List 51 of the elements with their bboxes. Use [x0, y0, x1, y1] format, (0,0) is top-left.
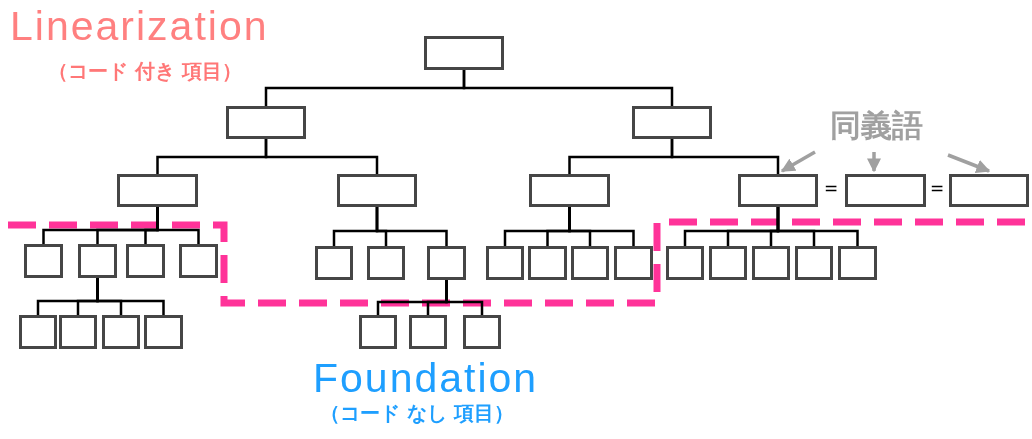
connector-line: [96, 278, 165, 315]
item-box: [752, 246, 790, 280]
item-box: [463, 315, 501, 349]
connector-line: [375, 207, 448, 246]
synonym-label: 同義語: [826, 104, 927, 147]
connector-line: [568, 207, 635, 246]
item-box: [59, 315, 97, 349]
connector-line: [462, 70, 674, 106]
subheading: （コード 付き 項目）: [48, 61, 242, 81]
item-box: [179, 244, 218, 278]
item-box: [795, 246, 833, 280]
item-box: [367, 246, 405, 280]
equals-sign: =: [930, 180, 945, 197]
arrow: [867, 152, 881, 173]
connector-line: [776, 207, 859, 246]
arrow: [780, 150, 816, 173]
item-box: [427, 246, 466, 280]
subheading: （コード なし 項目）: [320, 403, 514, 423]
item-box: [709, 246, 747, 280]
item-box: [337, 174, 417, 207]
item-box: [226, 106, 306, 139]
item-box: [614, 246, 653, 280]
heading: Linearization: [10, 6, 269, 47]
item-box: [838, 246, 877, 280]
item-box: [949, 174, 1029, 207]
equals-sign: =: [824, 180, 839, 197]
connector-line: [445, 280, 484, 315]
item-box: [666, 246, 704, 280]
item-box: [424, 36, 504, 70]
item-box: [359, 315, 397, 349]
item-box: [19, 315, 57, 349]
item-box: [528, 246, 567, 280]
item-box: [632, 106, 712, 139]
item-box: [144, 315, 183, 349]
connector-line: [670, 139, 780, 174]
item-box: [738, 174, 818, 207]
item-box: [529, 174, 610, 207]
item-box: [845, 174, 926, 207]
item-box: [571, 246, 609, 280]
connector-line: [156, 207, 200, 244]
item-box: [126, 244, 165, 278]
item-box: [486, 246, 524, 280]
item-box: [102, 315, 140, 349]
item-box: [315, 246, 353, 280]
connector-line: [264, 139, 379, 174]
item-box: [409, 315, 447, 349]
item-box: [24, 244, 63, 278]
item-box: [117, 174, 198, 207]
arrow: [947, 153, 991, 173]
item-box: [78, 244, 117, 278]
heading: Foundation: [313, 358, 539, 399]
